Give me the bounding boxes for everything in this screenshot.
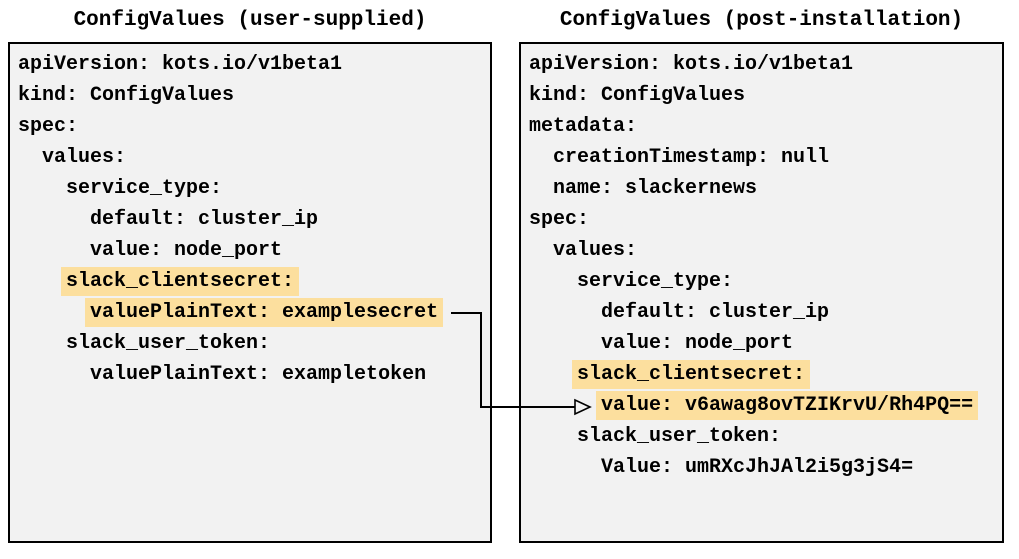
code-text: creationTimestamp: null bbox=[553, 146, 830, 169]
code-indent bbox=[529, 332, 601, 355]
code-text: service_type: bbox=[577, 270, 734, 293]
code-text: valuePlainText: examplesecret bbox=[85, 298, 444, 327]
code-indent bbox=[18, 301, 90, 324]
code-line: valuePlainText: exampletoken bbox=[18, 359, 490, 390]
code-text: metadata: bbox=[529, 115, 638, 138]
code-line: apiVersion: kots.io/v1beta1 bbox=[18, 49, 490, 80]
code-text: apiVersion: kots.io/v1beta1 bbox=[529, 53, 854, 76]
code-text: slack_user_token: bbox=[577, 425, 782, 448]
code-indent bbox=[18, 146, 42, 169]
code-indent bbox=[529, 270, 577, 293]
right-panel-title: ConfigValues (post-installation) bbox=[559, 9, 964, 32]
code-line: slack_clientsecret: bbox=[529, 359, 1002, 390]
code-text: valuePlainText: exampletoken bbox=[90, 363, 427, 386]
code-text: slack_clientsecret: bbox=[61, 267, 300, 296]
code-text: kind: ConfigValues bbox=[18, 84, 235, 107]
post-installation-config-panel: apiVersion: kots.io/v1beta1 kind: Config… bbox=[519, 42, 1004, 543]
code-text: spec: bbox=[18, 115, 79, 138]
code-indent bbox=[18, 239, 90, 262]
code-indent bbox=[18, 208, 90, 231]
code-text: service_type: bbox=[66, 177, 223, 200]
code-indent bbox=[529, 146, 553, 169]
code-text: slack_clientsecret: bbox=[572, 360, 811, 389]
code-line: metadata: bbox=[529, 111, 1002, 142]
code-text: value: node_port bbox=[601, 332, 794, 355]
code-line: slack_user_token: bbox=[18, 328, 490, 359]
left-panel-title: ConfigValues (user-supplied) bbox=[73, 9, 427, 32]
code-indent bbox=[18, 363, 90, 386]
code-text: values: bbox=[553, 239, 638, 262]
user-supplied-config-panel: apiVersion: kots.io/v1beta1 kind: Config… bbox=[8, 42, 492, 543]
code-line: default: cluster_ip bbox=[529, 297, 1002, 328]
code-indent bbox=[529, 363, 577, 386]
code-text: spec: bbox=[529, 208, 590, 231]
code-line: value: node_port bbox=[18, 235, 490, 266]
code-indent bbox=[529, 425, 577, 448]
code-line: kind: ConfigValues bbox=[18, 80, 490, 111]
code-indent bbox=[18, 177, 66, 200]
code-text: Value: umRXcJhJAl2i5g3jS4= bbox=[601, 456, 914, 479]
code-line: slack_clientsecret: bbox=[18, 266, 490, 297]
code-text: name: slackernews bbox=[553, 177, 758, 200]
code-text: apiVersion: kots.io/v1beta1 bbox=[18, 53, 343, 76]
code-line: spec: bbox=[529, 204, 1002, 235]
code-text: value: v6awag8ovTZIKrvU/Rh4PQ== bbox=[596, 391, 979, 420]
code-line: slack_user_token: bbox=[529, 421, 1002, 452]
code-line: value: v6awag8ovTZIKrvU/Rh4PQ== bbox=[529, 390, 1002, 421]
code-indent bbox=[529, 456, 601, 479]
code-line: Value: umRXcJhJAl2i5g3jS4= bbox=[529, 452, 1002, 483]
code-line: values: bbox=[18, 142, 490, 173]
code-indent bbox=[529, 239, 553, 262]
code-text: default: cluster_ip bbox=[601, 301, 830, 324]
code-indent bbox=[18, 270, 66, 293]
code-indent bbox=[529, 301, 601, 324]
code-line: service_type: bbox=[18, 173, 490, 204]
code-line: spec: bbox=[18, 111, 490, 142]
code-text: slack_user_token: bbox=[66, 332, 271, 355]
code-indent bbox=[18, 332, 66, 355]
code-line: creationTimestamp: null bbox=[529, 142, 1002, 173]
code-line: kind: ConfigValues bbox=[529, 80, 1002, 111]
code-line: apiVersion: kots.io/v1beta1 bbox=[529, 49, 1002, 80]
code-line: name: slackernews bbox=[529, 173, 1002, 204]
code-text: kind: ConfigValues bbox=[529, 84, 746, 107]
code-text: values: bbox=[42, 146, 127, 169]
code-text: value: node_port bbox=[90, 239, 283, 262]
code-line: value: node_port bbox=[529, 328, 1002, 359]
code-indent bbox=[529, 177, 553, 200]
code-indent bbox=[529, 394, 601, 417]
code-line: valuePlainText: examplesecret bbox=[18, 297, 490, 328]
code-line: default: cluster_ip bbox=[18, 204, 490, 235]
code-line: values: bbox=[529, 235, 1002, 266]
code-line: service_type: bbox=[529, 266, 1002, 297]
code-text: default: cluster_ip bbox=[90, 208, 319, 231]
